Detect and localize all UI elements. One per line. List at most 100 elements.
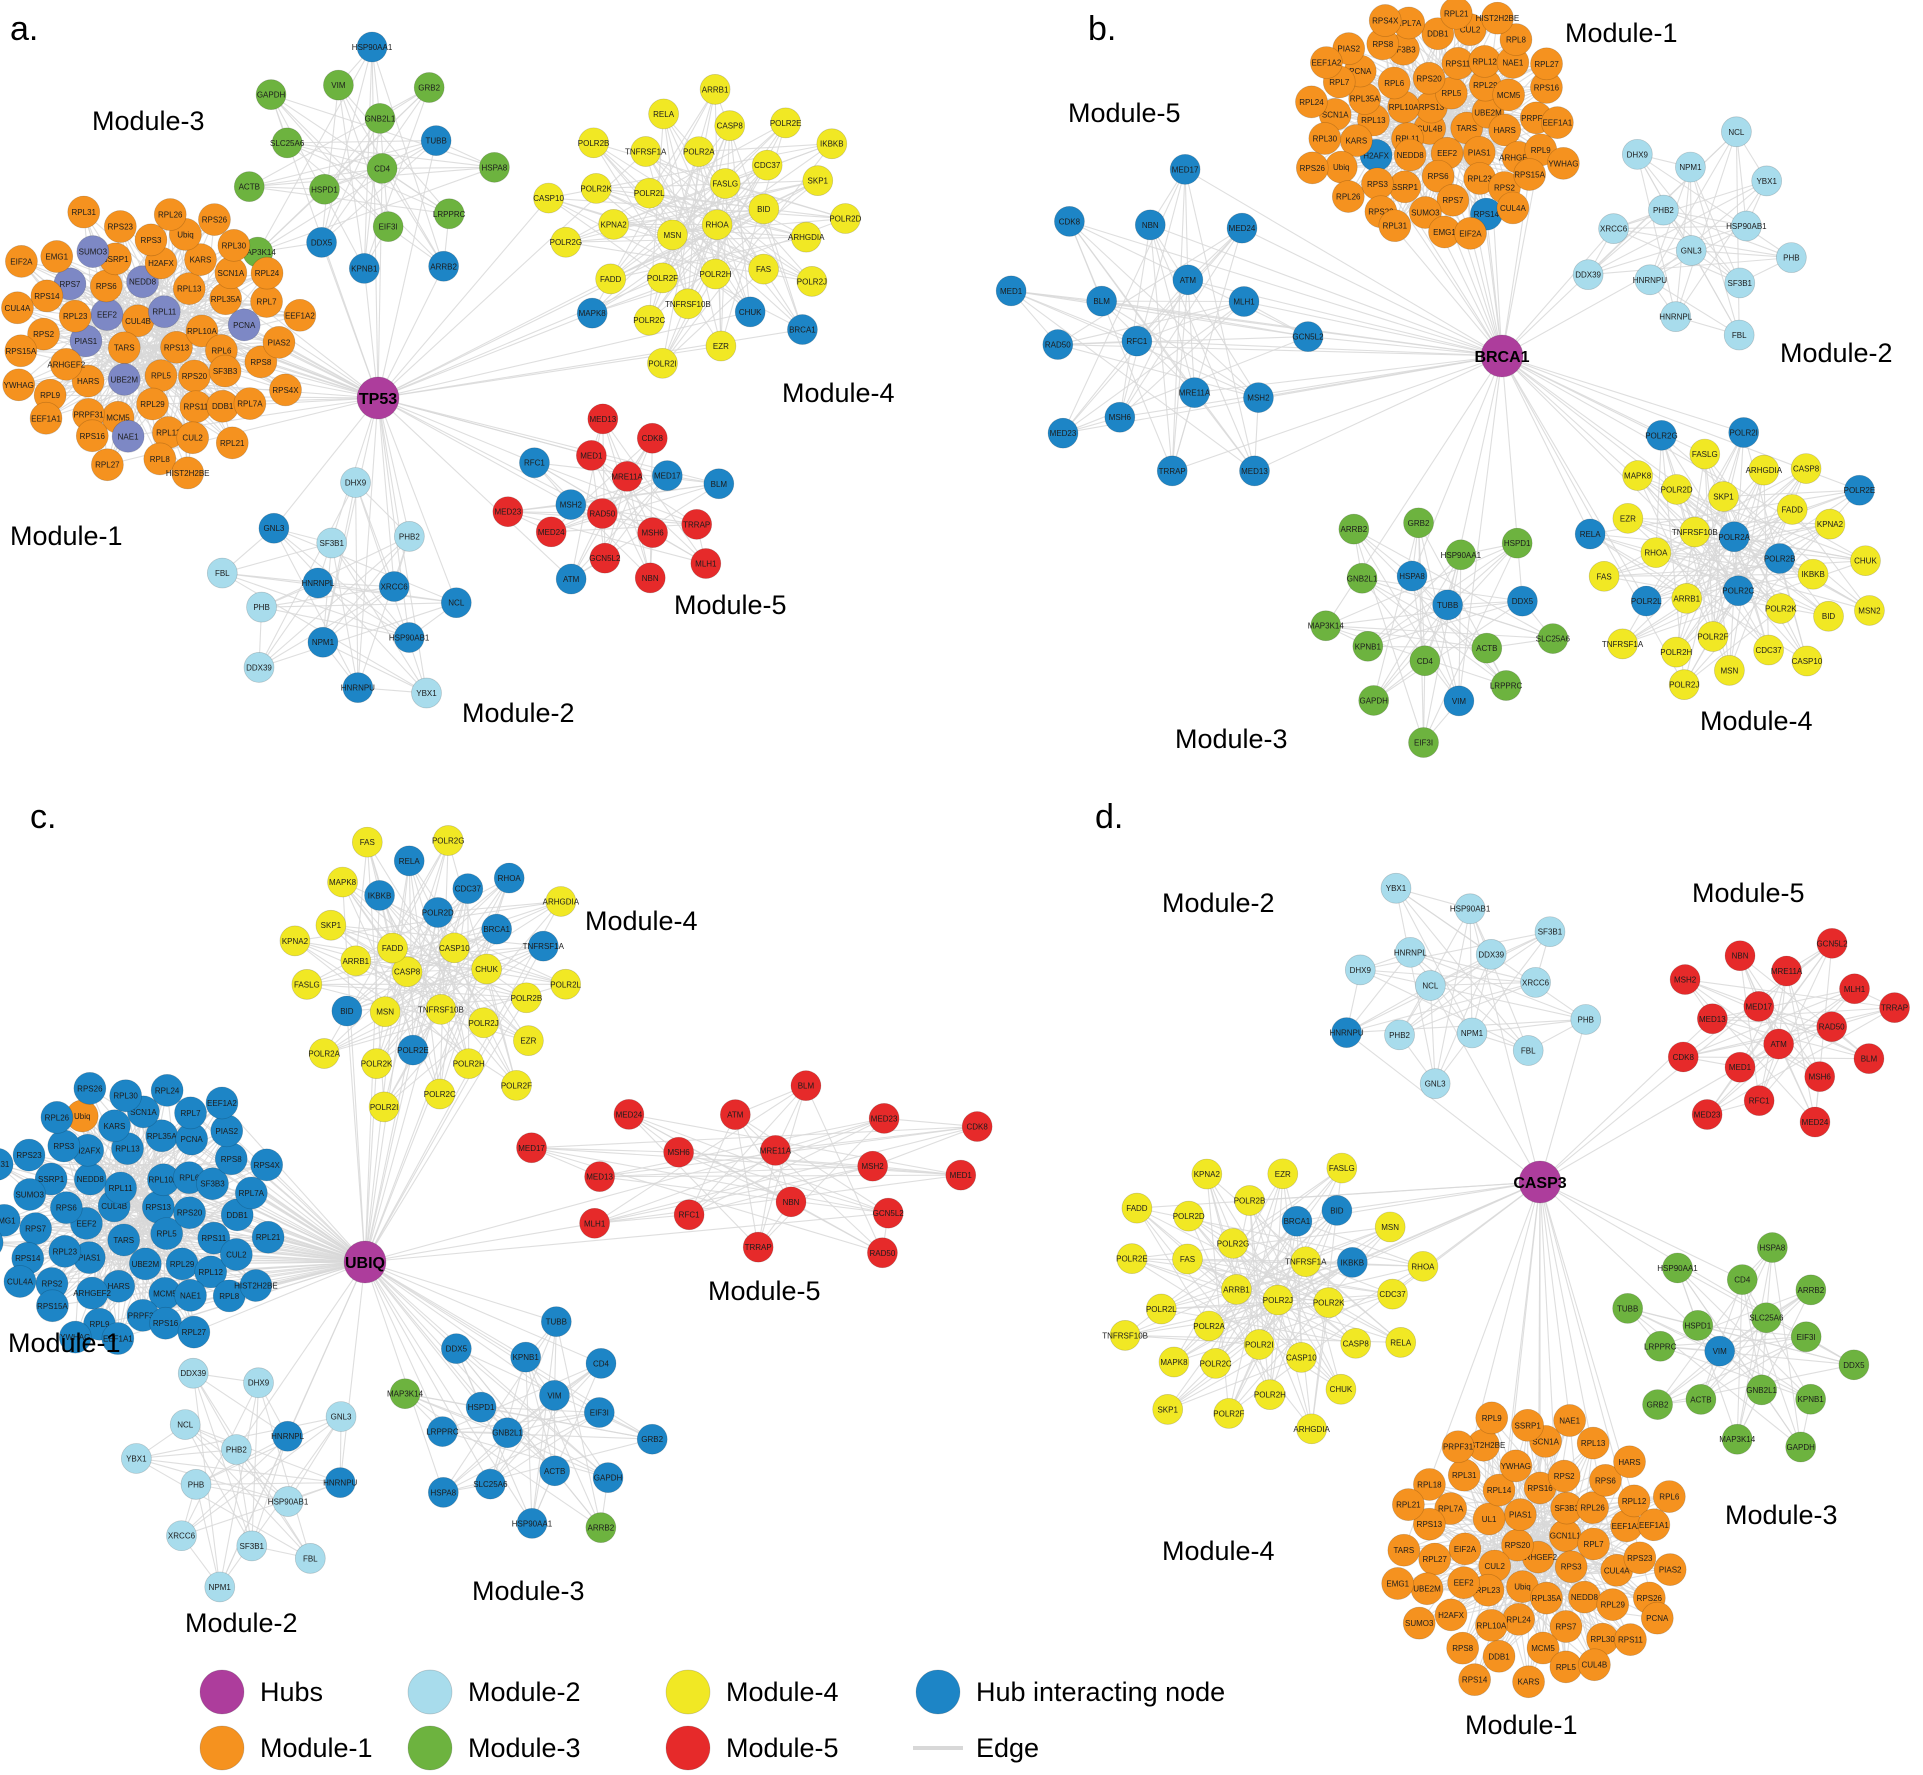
node-MAP3K14 <box>1721 1423 1753 1455</box>
edge <box>599 1117 885 1178</box>
labels-layer: Module-3Module-1Module-4Module-5Module-2… <box>8 10 1893 1740</box>
node-RPL27 <box>1530 47 1563 81</box>
node-CASP10 <box>533 182 564 214</box>
node-XRCC6 <box>166 1520 197 1552</box>
edge <box>1062 227 1243 434</box>
node-GAPDH <box>255 79 287 110</box>
node-MAPK8 <box>1158 1346 1190 1378</box>
node-ARRB1 <box>1671 583 1703 614</box>
edge <box>377 277 663 399</box>
edge <box>364 1222 595 1263</box>
node-MED1 <box>945 1159 977 1191</box>
node-SSRP1 <box>1388 170 1422 204</box>
node-POLR2E <box>1844 474 1875 506</box>
node-NAE1 <box>174 1279 207 1312</box>
edge <box>323 1008 442 1055</box>
edge <box>287 142 495 168</box>
edge <box>306 945 544 985</box>
edge <box>257 188 325 253</box>
node-TUBB <box>1612 1292 1644 1324</box>
node-POLR2C <box>633 304 665 336</box>
node-YBX1 <box>411 677 442 709</box>
edge <box>1434 931 1551 1084</box>
edge <box>1458 355 1503 701</box>
edge <box>377 397 410 537</box>
node-RPS7 <box>1436 183 1470 217</box>
node-ARRB2 <box>1795 1274 1827 1306</box>
node-EMG1 <box>40 240 74 273</box>
node-MSN <box>657 219 688 251</box>
edge <box>590 455 654 533</box>
edge <box>1434 954 1492 1084</box>
edge <box>357 397 379 688</box>
edge <box>1125 1334 1260 1346</box>
edge <box>330 924 544 947</box>
node-PHB <box>180 1469 212 1500</box>
node-RPS11 <box>1614 1623 1647 1656</box>
module-label-Module-1: Module-1 <box>1465 1710 1578 1740</box>
panel-letter-b: b. <box>1088 10 1116 48</box>
node-CASP10 <box>1791 645 1823 677</box>
module-label-Module-5: Module-5 <box>1692 878 1805 908</box>
node-RPS3 <box>134 223 168 257</box>
node-RPL27 <box>177 1315 211 1349</box>
node-VIM <box>1704 1335 1736 1367</box>
node-MRE11A <box>760 1135 791 1166</box>
edge <box>1429 985 1436 1084</box>
node-MED13 <box>587 403 619 435</box>
edge <box>593 142 673 236</box>
edge <box>1119 169 1186 418</box>
node-TUBB <box>420 125 452 156</box>
node-ACTB <box>539 1455 571 1487</box>
node-RPL14 <box>1482 1473 1516 1507</box>
node-MED17 <box>651 460 683 491</box>
node-RHOA <box>1640 537 1672 568</box>
node-ARHGDIA <box>545 886 577 917</box>
edge <box>66 349 222 365</box>
node-FASLG <box>709 168 741 199</box>
node-CDC37 <box>452 873 484 905</box>
edge <box>181 1482 341 1537</box>
edge <box>1636 153 1741 284</box>
edge <box>63 1145 366 1263</box>
edge <box>379 895 442 1010</box>
node-FAS <box>748 253 779 285</box>
node-POLR2E <box>1116 1243 1148 1274</box>
edge <box>1119 227 1243 418</box>
node-FBL <box>206 557 238 589</box>
edge <box>678 1151 961 1176</box>
node-MED1 <box>576 440 607 471</box>
edge <box>261 585 395 608</box>
edge <box>1736 1247 1773 1440</box>
edge <box>1676 489 1829 617</box>
edge <box>1704 453 1829 617</box>
edge <box>192 1372 311 1559</box>
edge <box>364 1261 482 1408</box>
node-RPL5 <box>1549 1650 1583 1684</box>
node-DDB1 <box>1482 1639 1516 1673</box>
node-SKP1 <box>802 165 834 197</box>
node-RPS15A <box>4 334 38 368</box>
edge <box>507 511 603 515</box>
legend-label: Module-5 <box>726 1733 839 1763</box>
node-POLR2I <box>647 347 678 379</box>
node-EEF1A1 <box>1637 1508 1671 1542</box>
node-ATM <box>719 1099 751 1130</box>
node-MED23 <box>1047 417 1079 449</box>
node-SF3B1 <box>236 1530 268 1562</box>
node-HSPD1 <box>1682 1310 1714 1341</box>
edge <box>688 1149 776 1216</box>
node-RPL12 <box>1617 1484 1651 1518</box>
node-HSPA8 <box>479 151 510 183</box>
edge <box>364 1149 776 1263</box>
node-CDC37 <box>751 149 783 181</box>
node-MSH2 <box>1243 382 1274 413</box>
edge <box>594 1214 690 1224</box>
edge <box>226 1130 366 1263</box>
edge <box>29 1193 366 1263</box>
node-POLR2H <box>700 258 731 290</box>
node-CD4 <box>366 153 398 184</box>
node-RELA <box>1385 1327 1417 1358</box>
edge <box>381 168 445 267</box>
edge <box>364 877 510 1263</box>
